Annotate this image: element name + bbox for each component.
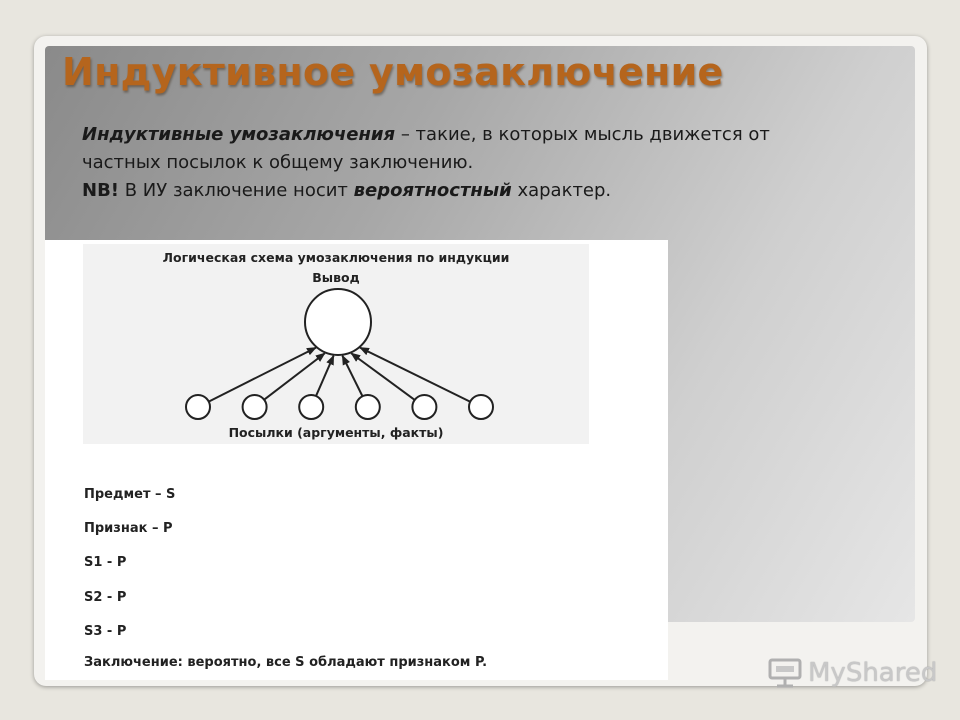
slide-title: Индуктивное умозаключение: [62, 50, 724, 94]
legend-item: S1 - P: [84, 555, 127, 570]
arrow: [263, 352, 326, 401]
diagram-title: Логическая схема умозаключения по индукц…: [163, 250, 510, 265]
arrow: [359, 346, 471, 403]
note-label: NB!: [82, 180, 119, 201]
definition-block: Индуктивные умозаключения – такие, в кот…: [82, 121, 782, 205]
premise-node: [411, 394, 438, 420]
premise-node: [241, 394, 268, 420]
legend-item: S2 - P: [84, 590, 127, 605]
arrow: [341, 354, 364, 397]
legend-item: Предмет – S: [84, 487, 176, 502]
premise-node: [354, 394, 381, 420]
legend-conclusion: Заключение: вероятно, все S обладают при…: [84, 655, 488, 670]
arrow: [315, 354, 335, 397]
premise-node: [298, 394, 325, 420]
watermark: MyShared: [768, 656, 937, 690]
premises-label: Посылки (аргументы, факты): [229, 425, 444, 440]
note-before: В ИУ заключение носит: [119, 180, 354, 201]
presentation-icon: [768, 658, 802, 688]
induction-figure: Логическая схема умозаключения по индукц…: [45, 240, 668, 680]
definition-term: Индуктивные умозаключения: [82, 124, 396, 145]
legend-item: S3 - P: [84, 624, 127, 639]
legend-item: Признак – P: [84, 521, 173, 536]
premises-group: [185, 394, 494, 420]
note-after: характер.: [511, 180, 612, 201]
conclusion-label: Вывод: [312, 270, 359, 285]
arrows-group: [208, 346, 471, 403]
arrow: [208, 346, 317, 403]
arrow: [350, 352, 416, 401]
note-emphasis: вероятностный: [353, 180, 512, 201]
conclusion-node: [304, 288, 372, 356]
induction-diagram: Логическая схема умозаключения по индукц…: [83, 244, 589, 444]
premise-node: [185, 394, 211, 420]
watermark-text: MyShared: [808, 658, 938, 688]
definition-rest: – такие, в которых мысль движется от час…: [82, 124, 770, 173]
note-paragraph: NB! В ИУ заключение носит вероятностный …: [82, 177, 782, 205]
premise-node: [468, 394, 494, 420]
definition-paragraph: Индуктивные умозаключения – такие, в кот…: [82, 121, 782, 177]
